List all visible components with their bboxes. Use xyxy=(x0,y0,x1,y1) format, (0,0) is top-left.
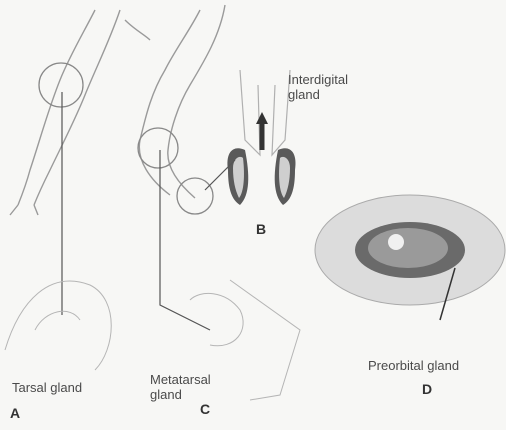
preorbital-gland-label: Preorbital gland xyxy=(368,358,459,373)
left-hind-leg xyxy=(10,10,120,215)
tarsal-highlight-circle xyxy=(39,63,83,107)
eye-illustration xyxy=(315,195,505,320)
metatarsal-gland-label: Metatarsal gland xyxy=(150,372,211,402)
connector-lines xyxy=(62,92,235,330)
hoof-illustration xyxy=(227,70,295,205)
tarsal-gland-label: Tarsal gland xyxy=(12,380,82,395)
figure-b-label: B xyxy=(256,222,266,237)
middle-hind-leg xyxy=(125,5,225,198)
figure-a-label: A xyxy=(10,406,20,421)
interdigital-highlight-circle xyxy=(177,178,213,214)
metatarsal-highlight-circle xyxy=(138,128,178,168)
figure-c-label: C xyxy=(200,402,210,417)
figure-d-label: D xyxy=(422,382,432,397)
interdigital-gland-label: Interdigital gland xyxy=(288,72,348,102)
